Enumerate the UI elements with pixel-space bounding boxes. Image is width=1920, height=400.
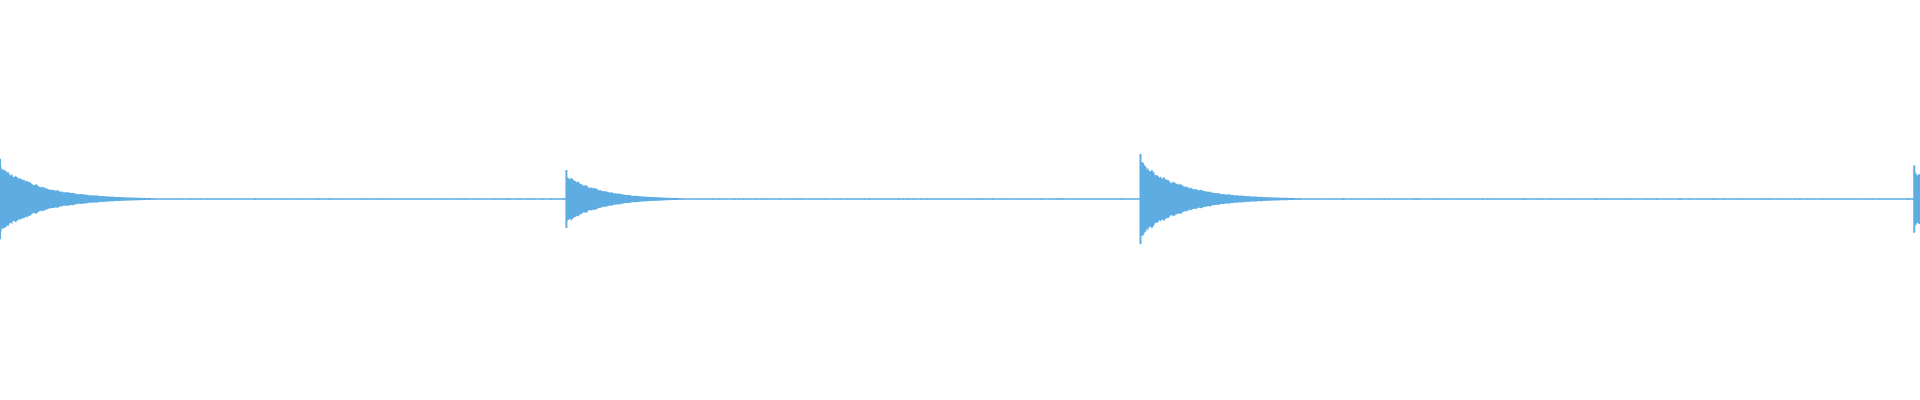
audio-waveform[interactable] xyxy=(0,0,1920,400)
waveform-panel[interactable] xyxy=(0,0,1920,400)
